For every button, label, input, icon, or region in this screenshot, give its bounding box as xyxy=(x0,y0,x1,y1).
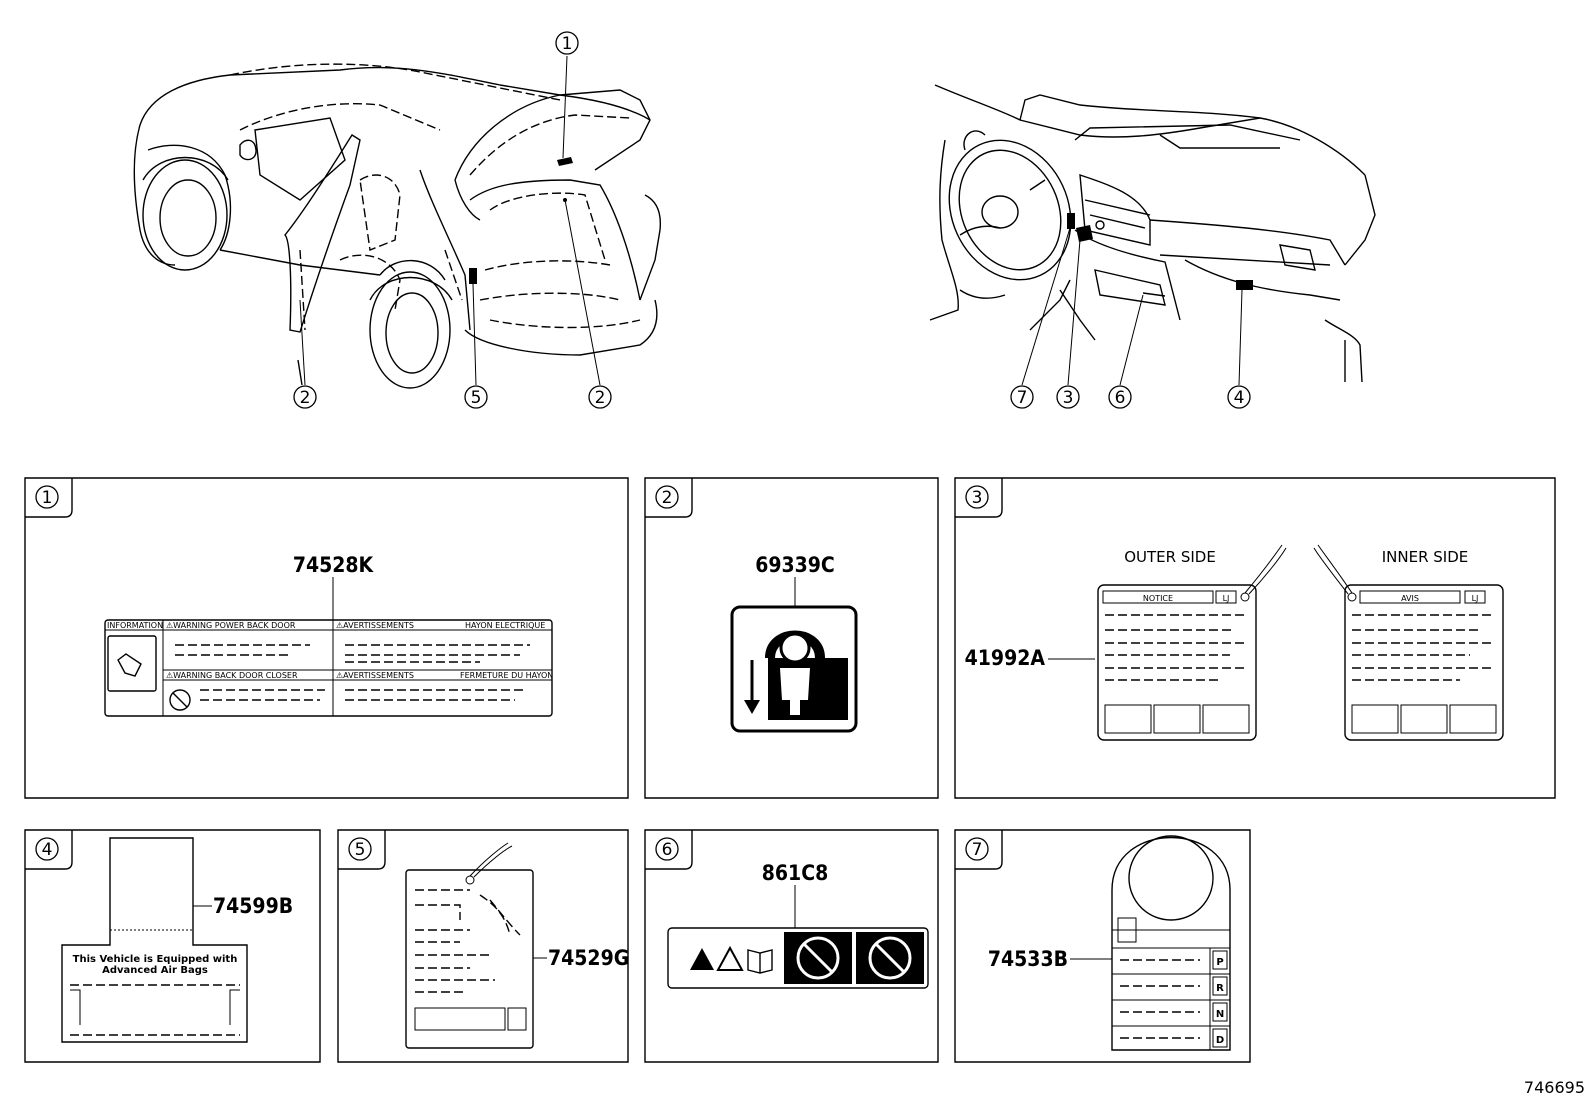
svg-text:INNER SIDE: INNER SIDE xyxy=(1382,548,1469,566)
callout-5-top: 5 xyxy=(464,385,488,409)
svg-text:INFORMATION: INFORMATION xyxy=(107,621,163,630)
svg-text:This Vehicle is Equipped with: This Vehicle is Equipped with xyxy=(73,954,238,965)
callout-7-top: 7 xyxy=(1010,385,1034,409)
svg-text:3: 3 xyxy=(972,488,983,508)
part-number-74599B: 74599B xyxy=(213,894,293,918)
svg-text:OUTER SIDE: OUTER SIDE xyxy=(1124,548,1216,566)
part-number-74528K: 74528K xyxy=(293,553,375,577)
part-number-74533B: 74533B xyxy=(988,947,1068,971)
svg-text:1: 1 xyxy=(562,34,573,54)
panel-1: 1 74528K INFORMATION ⚠WARNING POWER BACK… xyxy=(24,477,629,799)
dashboard-illustration xyxy=(929,84,1376,383)
svg-text:6: 6 xyxy=(662,840,673,860)
leader-lines-right xyxy=(1021,227,1243,386)
svg-text:LJ: LJ xyxy=(1223,594,1230,603)
panel-4: 4 This Vehicle is Equipped with Advanced… xyxy=(24,829,321,1063)
panel-3: 3 OUTER SIDE INNER SIDE 41992A NOTICE LJ… xyxy=(954,477,1556,799)
svg-text:⚠AVERTISSEMENTS: ⚠AVERTISSEMENTS xyxy=(336,671,414,680)
svg-text:⚠WARNING POWER BACK DOOR: ⚠WARNING POWER BACK DOOR xyxy=(166,621,296,630)
svg-text:5: 5 xyxy=(355,840,366,860)
part-number-41992A: 41992A xyxy=(965,646,1046,670)
gear-list: P R N D xyxy=(1112,947,1230,1050)
part-number-69339C: 69339C xyxy=(755,553,835,577)
svg-text:P: P xyxy=(1216,957,1223,968)
svg-text:Advanced Air Bags: Advanced Air Bags xyxy=(102,965,208,976)
svg-text:1: 1 xyxy=(42,488,53,508)
svg-text:7: 7 xyxy=(972,840,983,860)
svg-text:2: 2 xyxy=(595,388,606,408)
svg-text:2: 2 xyxy=(300,388,311,408)
svg-text:NOTICE: NOTICE xyxy=(1143,594,1173,603)
svg-text:4: 4 xyxy=(42,840,53,860)
part-number-861C8: 861C8 xyxy=(762,861,828,885)
svg-text:3: 3 xyxy=(1063,388,1074,408)
callout-4-top: 4 xyxy=(1227,385,1251,409)
callout-6-top: 6 xyxy=(1108,385,1132,409)
svg-text:FERMETURE DU HAYON: FERMETURE DU HAYON xyxy=(460,671,553,680)
panel-2: 2 69339C xyxy=(644,477,939,799)
leader-lines-left xyxy=(299,55,601,386)
callout-3-top: 3 xyxy=(1056,385,1080,409)
svg-text:LJ: LJ xyxy=(1472,594,1479,603)
callout-2-left: 2 xyxy=(293,385,317,409)
svg-text:7: 7 xyxy=(1017,388,1028,408)
callout-1-top: 1 xyxy=(555,31,579,55)
vehicle-rear-illustration xyxy=(133,63,662,389)
panel-5: 5 74529G xyxy=(337,829,629,1063)
svg-text:N: N xyxy=(1216,1009,1224,1020)
callout-2-right: 2 xyxy=(588,385,612,409)
svg-text:⚠AVERTISSEMENTS: ⚠AVERTISSEMENTS xyxy=(336,621,414,630)
svg-text:HAYON ELECTRIQUE: HAYON ELECTRIQUE xyxy=(465,621,545,630)
svg-text:4: 4 xyxy=(1234,388,1245,408)
diagram-reference-number: 746695 xyxy=(1524,1078,1585,1097)
svg-text:⚠WARNING BACK DOOR CLOSER: ⚠WARNING BACK DOOR CLOSER xyxy=(166,671,298,680)
svg-text:AVIS: AVIS xyxy=(1401,594,1419,603)
svg-text:5: 5 xyxy=(471,388,482,408)
svg-text:6: 6 xyxy=(1115,388,1126,408)
panel-6: 6 861C8 xyxy=(644,829,939,1063)
svg-text:D: D xyxy=(1216,1035,1224,1046)
svg-text:R: R xyxy=(1216,983,1224,994)
svg-text:2: 2 xyxy=(662,488,673,508)
panel-7: 7 P R N D 74533B xyxy=(954,829,1251,1063)
part-number-74529G: 74529G xyxy=(548,946,629,970)
